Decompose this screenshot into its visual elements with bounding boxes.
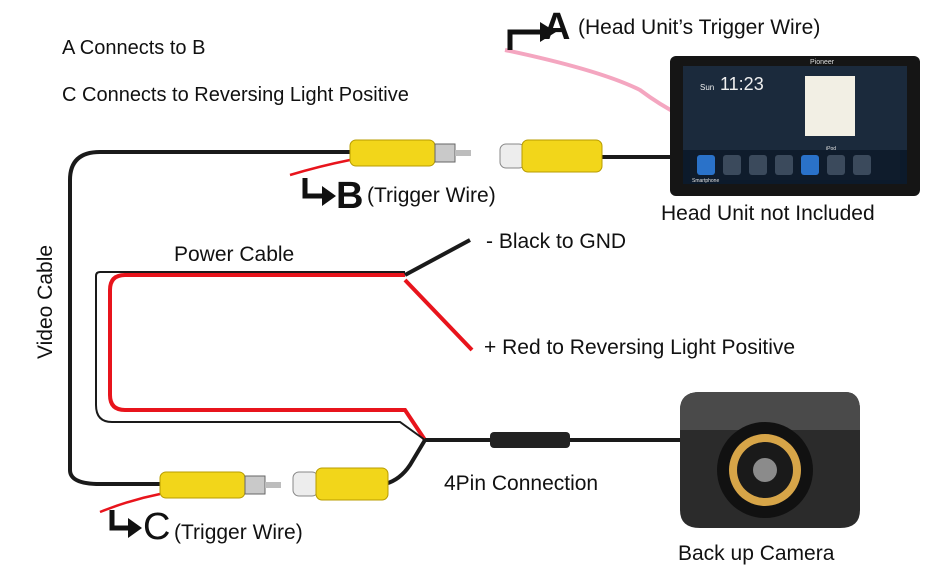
arrow-b-head xyxy=(322,186,336,206)
trigger-wire-c xyxy=(99,492,161,514)
power-cable-label: Power Cable xyxy=(174,243,295,266)
head-unit-time: 11:23 xyxy=(720,74,764,94)
letter-c: C xyxy=(143,506,171,548)
trigger-wire-a xyxy=(504,48,681,117)
note-c-to-light: C Connects to Reversing Light Positive xyxy=(62,84,409,106)
video-cable-top xyxy=(68,150,350,486)
positive-lead xyxy=(403,278,474,352)
rca-plug-bottom-left xyxy=(159,471,281,499)
camera-caption: Back up Camera xyxy=(678,542,835,565)
letter-b: B xyxy=(336,175,364,217)
ground-lead xyxy=(404,238,471,277)
letter-a: A xyxy=(543,6,571,48)
label-trigger-wire-c: (Trigger Wire) xyxy=(174,521,303,544)
head-unit-caption: Head Unit not Included xyxy=(661,202,875,225)
rca-jack-top-right xyxy=(499,139,603,173)
arrow-c-head xyxy=(128,518,142,538)
power-cable-black xyxy=(95,271,426,441)
arrow-a-icon xyxy=(507,29,540,50)
backup-camera-image xyxy=(680,392,860,528)
connector-label: 4Pin Connection xyxy=(444,472,599,495)
rca-plug-top-left xyxy=(349,139,471,167)
head-unit-brand: Pioneer xyxy=(810,59,835,66)
arrow-b-icon xyxy=(302,178,322,199)
camera-branch xyxy=(384,438,427,486)
arrow-c-icon xyxy=(109,510,128,531)
4pin-connector xyxy=(490,432,570,448)
positive-label: + Red to Reversing Light Positive xyxy=(484,336,796,359)
rca-jack-bottom-right xyxy=(292,467,389,501)
power-cable-red xyxy=(108,273,427,442)
head-unit-image: Pioneer 11:23 Sun Smartphone iPod xyxy=(670,56,920,196)
head-unit-day: Sun xyxy=(700,83,714,92)
ground-label: - Black to GND xyxy=(486,230,627,253)
label-head-unit-trigger: (Head Unit’s Trigger Wire) xyxy=(578,16,821,39)
head-unit-tile-ipod: iPod xyxy=(826,146,836,152)
note-a-to-b: A Connects to B xyxy=(62,37,206,59)
label-trigger-wire-b: (Trigger Wire) xyxy=(367,184,496,207)
arrow-a-head xyxy=(540,22,556,42)
video-cable-label: Video Cable xyxy=(34,244,57,359)
trigger-wire-b xyxy=(289,158,351,177)
head-unit-tile-smartphone: Smartphone xyxy=(692,178,719,184)
